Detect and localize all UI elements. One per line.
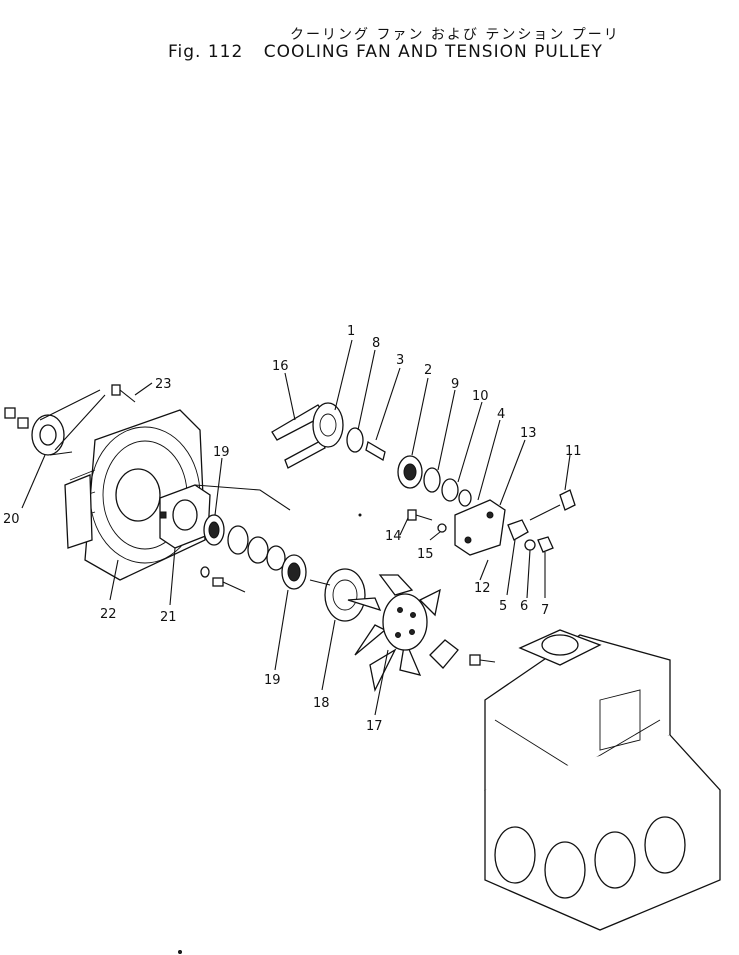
- collar-ring: [266, 545, 286, 571]
- callout-14: 14: [385, 529, 402, 544]
- washer-6: [524, 539, 536, 551]
- callout-18: 18: [313, 696, 330, 711]
- callout-7: 7: [541, 603, 549, 618]
- callout-9: 9: [451, 377, 459, 392]
- callout-10: 10: [472, 389, 489, 404]
- bearing-19-lower: [281, 554, 307, 590]
- callout-2: 2: [424, 363, 432, 378]
- callout-13: 13: [520, 426, 537, 441]
- bearing-19-upper: [203, 514, 225, 546]
- callout-20: 20: [3, 512, 20, 527]
- nut-7: [537, 536, 554, 553]
- figure-title: Fig. 112 COOLING FAN AND TENSION PULLEY: [168, 42, 603, 62]
- callout-19-lower: 19: [264, 673, 281, 688]
- callout-6: 6: [520, 599, 528, 614]
- callout-15: 15: [417, 547, 434, 562]
- scan-speck: [178, 950, 182, 954]
- figure-number: Fig. 112: [168, 42, 244, 62]
- callout-22: 22: [100, 607, 117, 622]
- spacer-ring: [247, 536, 269, 564]
- seal-8: [346, 427, 364, 453]
- callout-8: 8: [372, 336, 380, 351]
- shaft-3: [365, 440, 386, 462]
- callout-11: 11: [565, 444, 582, 459]
- tension-arm: [271, 402, 344, 469]
- figure-title-text: COOLING FAN AND TENSION PULLEY: [263, 42, 603, 62]
- fan-pulley-hub: [309, 568, 366, 622]
- engine-block: [484, 629, 721, 931]
- small-bolt: [200, 566, 246, 593]
- callout-17: 17: [366, 719, 383, 734]
- callout-16: 16: [272, 359, 289, 374]
- callout-1: 1: [347, 324, 355, 339]
- bracket-13: [454, 499, 506, 556]
- bolt-23: [111, 384, 136, 403]
- bolt-14: [407, 509, 433, 521]
- cooling-fan: [347, 574, 441, 692]
- callout-labels: 1 2 3 4 5 6 7 8 9 10 11 12 13 14 15 16 1…: [3, 324, 582, 734]
- ring-9: [423, 467, 441, 493]
- block-5: [507, 519, 529, 541]
- washer-15: [437, 523, 447, 533]
- wing-bolt-11: [529, 489, 576, 521]
- callout-19-upper: 19: [213, 445, 230, 460]
- callout-3: 3: [396, 353, 404, 368]
- fan-bolt-and-plate: [429, 639, 496, 669]
- leader-lines: [21, 339, 571, 716]
- bearing-housing: [159, 484, 291, 549]
- scan-speck: [358, 513, 362, 517]
- ring-4: [458, 489, 472, 507]
- ring-10: [441, 478, 459, 502]
- callout-21: 21: [160, 610, 177, 625]
- callout-23: 23: [155, 377, 172, 392]
- tension-pulley-left: [4, 389, 106, 456]
- title-japanese: クーリング ファン および テンション プーリ: [290, 27, 620, 43]
- callout-4: 4: [497, 407, 505, 422]
- bearing-2: [397, 455, 423, 489]
- seal-ring: [227, 525, 249, 555]
- callout-12: 12: [474, 581, 491, 596]
- callout-5: 5: [499, 599, 507, 614]
